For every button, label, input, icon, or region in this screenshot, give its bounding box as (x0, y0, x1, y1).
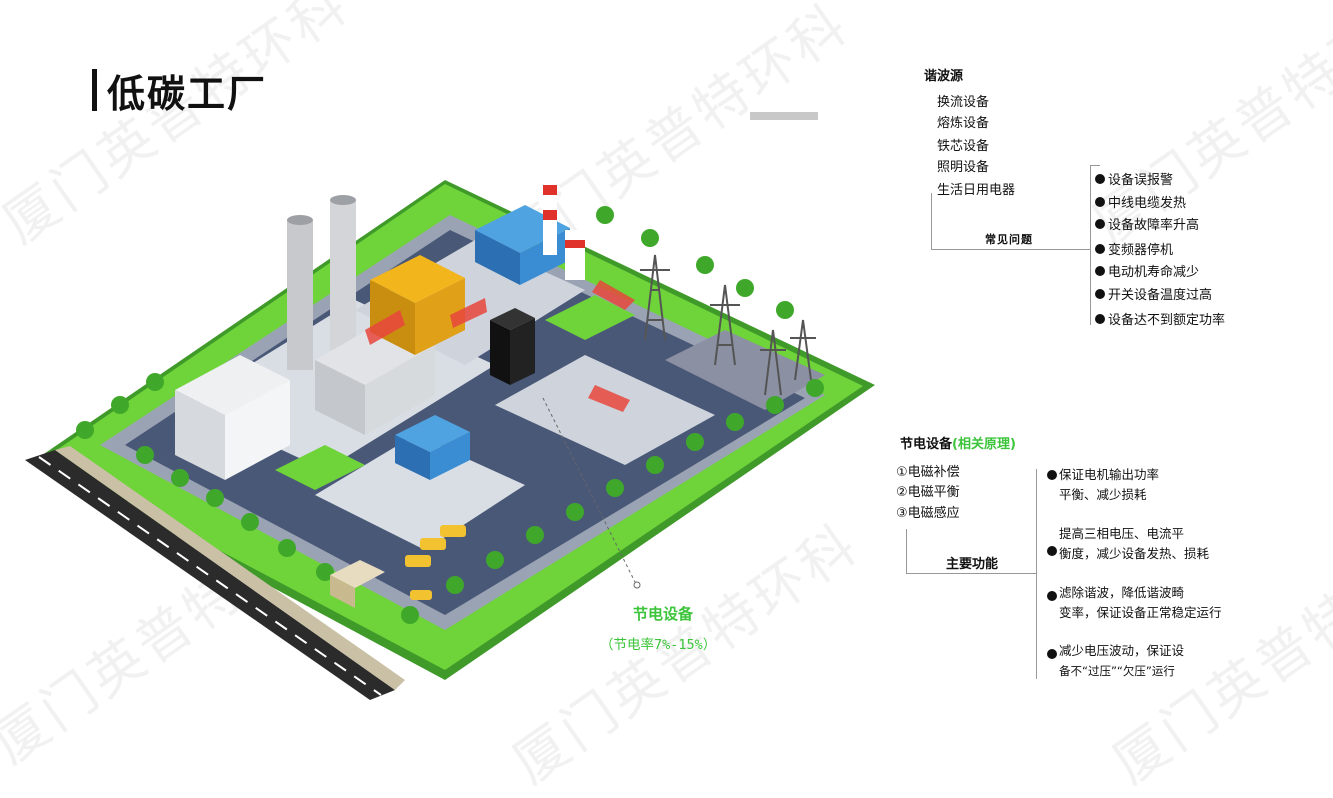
problem-item: 中线电缆发热 (1095, 192, 1186, 211)
connector-line (931, 193, 932, 249)
connector-line (1090, 165, 1091, 325)
harmonic-title: 谐波源 (924, 69, 964, 84)
functions-label: 主要功能 (946, 557, 999, 572)
saving-panel: 节电设备(相关原理) ①电磁补偿 ②电磁平衡 ③电磁感应 主要功能 保证电机输出… (890, 425, 1250, 685)
problem-item: 设备误报警 (1095, 169, 1173, 188)
function-item: 减少电压波动，保证设 备不“过压”“欠压”运行 (1047, 641, 1184, 681)
harmonic-panel: 谐波源 换流设备 熔炼设备 铁芯设备 照明设备 生活日用电器 常见问题 设备误报… (905, 55, 1245, 335)
problem-item: 设备故障率升高 (1095, 214, 1199, 233)
factory-illustration (25, 175, 875, 700)
page-title-block: 低碳工厂 (92, 64, 267, 116)
harmonic-source: 换流设备 (937, 95, 990, 110)
device-rate: （节电率7%-15%） (600, 637, 717, 653)
saving-title: 节电设备(相关原理) (900, 437, 1016, 452)
problem-item: 设备达不到额定功率 (1095, 309, 1225, 328)
function-item: 提高三相电压、电流平 衡度，减少设备发热、损耗 (1047, 524, 1209, 564)
problem-item: 变频器停机 (1095, 239, 1173, 258)
harmonic-source: 铁芯设备 (937, 139, 990, 154)
harmonic-source: 生活日用电器 (937, 183, 1016, 198)
problem-item: 开关设备温度过高 (1095, 284, 1212, 303)
principle-item: ③电磁感应 (896, 506, 960, 521)
principle-item: ①电磁补偿 (896, 465, 960, 480)
harmonic-source: 照明设备 (937, 160, 990, 175)
device-label: 节电设备 (633, 605, 694, 623)
function-item: 保证电机输出功率 平衡、减少损耗 (1047, 465, 1159, 505)
title-bracket (92, 69, 97, 111)
problems-label: 常见问题 (985, 233, 1033, 246)
connector-line (906, 573, 1036, 574)
problem-item: 电动机寿命减少 (1095, 261, 1199, 280)
function-item: 滤除谐波，降低谐波畸 变率，保证设备正常稳定运行 (1047, 583, 1222, 623)
connector-line (1090, 165, 1100, 166)
connector-line (931, 249, 1091, 250)
page-title: 低碳工厂 (107, 71, 268, 116)
divider-bar (750, 112, 818, 120)
principle-item: ②电磁平衡 (896, 485, 960, 500)
connector-line (906, 529, 907, 573)
connector-line (1036, 469, 1037, 679)
harmonic-source: 熔炼设备 (937, 116, 990, 131)
